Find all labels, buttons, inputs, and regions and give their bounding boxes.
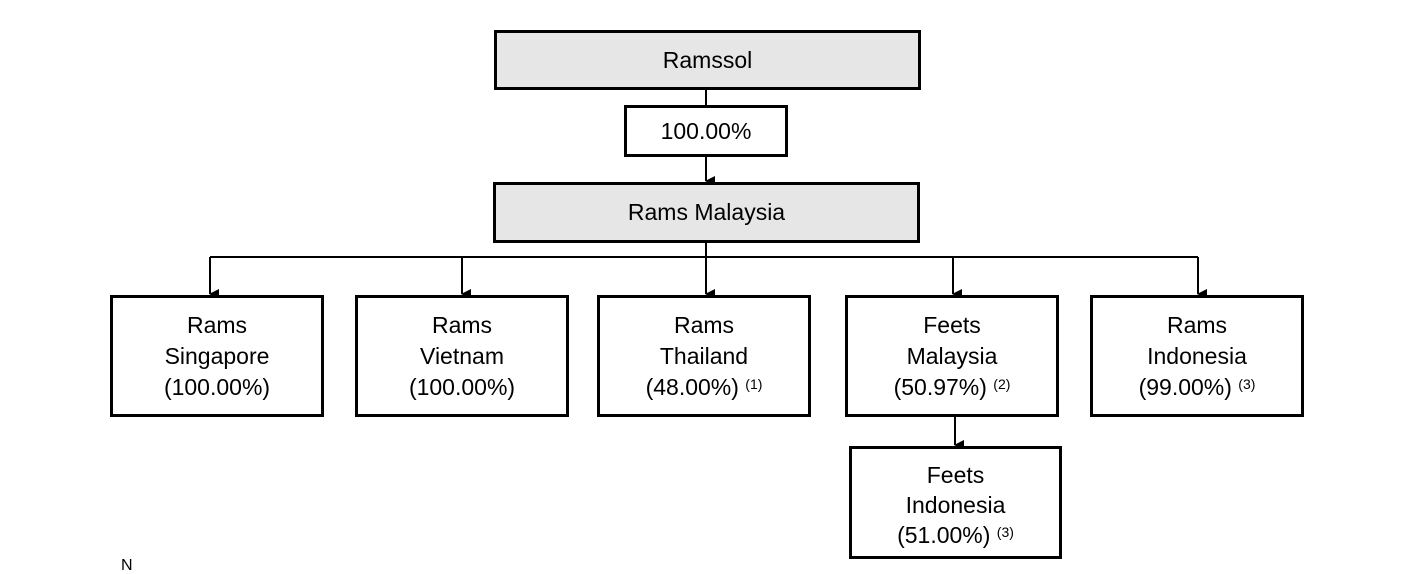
ownership-pct: (48.00%) <box>645 374 739 400</box>
entity-line1: Rams <box>186 312 248 338</box>
ownership-footnote: (3) <box>996 524 1014 540</box>
entity-rams-thailand: Rams Thailand (48.00%) (1) <box>597 295 811 417</box>
entity-rams-singapore: Rams Singapore (100.00%) <box>110 295 324 417</box>
entity-line2: Singapore <box>164 343 270 369</box>
entity-feets-indonesia: Feets Indonesia (51.00%) (3) <box>849 446 1062 559</box>
entity-rams-indonesia: Rams Indonesia (99.00%) (3) <box>1090 295 1304 417</box>
entity-ownership: (100.00%) <box>113 372 321 403</box>
ownership-pct: (100.00%) <box>163 374 271 400</box>
entity-line2: Indonesia <box>905 492 1006 518</box>
entity-ownership: (51.00%) (3) <box>852 520 1059 550</box>
entity-line1: Feets <box>923 312 981 338</box>
entity-ramssol-name: Ramssol <box>662 46 753 73</box>
entity-ownership: (48.00%) (1) <box>600 372 808 403</box>
entity-ownership: (99.00%) (3) <box>1093 372 1301 403</box>
entity-feets-malaysia: Feets Malaysia (50.97%) (2) <box>845 295 1059 417</box>
ownership-footnote: (2) <box>993 376 1011 392</box>
entity-ramssol: Ramssol <box>494 30 921 90</box>
entity-line1: Rams <box>1166 312 1228 338</box>
ownership-pct: (99.00%) <box>1138 374 1232 400</box>
ownership-footnote: (1) <box>745 376 763 392</box>
entity-rams-vietnam: Rams Vietnam (100.00%) <box>355 295 569 417</box>
entity-line1: Rams <box>431 312 493 338</box>
entity-line1: Rams <box>673 312 735 338</box>
entity-line2: Indonesia <box>1147 343 1247 369</box>
entity-line2: Thailand <box>659 343 749 369</box>
entity-line1: Feets <box>926 462 985 488</box>
footer-notes-fragment: N <box>121 557 133 574</box>
ownership-pct: (51.00%) <box>897 522 991 548</box>
ownership-pct: (100.00%) <box>408 374 516 400</box>
ownership-footnote: (3) <box>1238 376 1256 392</box>
entity-ownership: (50.97%) (2) <box>848 372 1056 403</box>
entity-line2: Vietnam <box>420 343 504 369</box>
entity-rams-malaysia: Rams Malaysia <box>493 182 920 243</box>
ownership-pct: (50.97%) <box>893 374 987 400</box>
stake-percentage-box: 100.00% <box>624 105 788 157</box>
entity-rams-malaysia-name: Rams Malaysia <box>627 199 786 225</box>
stake-percentage-label: 100.00% <box>660 117 752 144</box>
entity-line2: Malaysia <box>906 343 998 369</box>
entity-ownership: (100.00%) <box>358 372 566 403</box>
